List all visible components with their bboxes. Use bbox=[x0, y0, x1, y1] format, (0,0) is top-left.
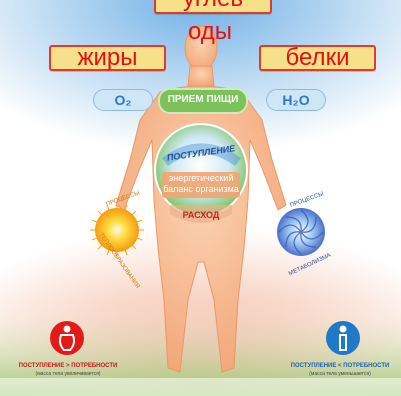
vortex-icon bbox=[277, 208, 325, 256]
balance-circle bbox=[155, 124, 247, 216]
balance-line2: баланс организма bbox=[160, 184, 242, 194]
expense-label: РАСХОД bbox=[176, 210, 226, 220]
gain-caption: ПОСТУПЛЕНИЕ > ПОТРЕБНОСТИ bbox=[12, 363, 124, 369]
gain-subcaption: (масса тела увеличивается) bbox=[12, 371, 124, 377]
proteins-label: белки bbox=[259, 45, 376, 71]
sun-icon bbox=[90, 203, 144, 257]
carbs-label: углев bbox=[154, 0, 272, 14]
loss-caption: ПОСТУПЛЕНИЕ < ПОТРЕБНОСТИ bbox=[284, 363, 396, 369]
balance-line1: энергетический bbox=[160, 173, 242, 183]
proteins-label-text: белки bbox=[286, 44, 350, 71]
water-pill: H₂O bbox=[266, 89, 326, 111]
fats-label: жиры bbox=[49, 45, 166, 71]
food-intake-pill: ПРИЕМ ПИЩИ bbox=[158, 88, 248, 114]
carbs-label-text: углев bbox=[183, 0, 243, 12]
weight-gain-icon bbox=[50, 321, 84, 355]
water-label: оды bbox=[180, 18, 240, 46]
oxygen-pill: O₂ bbox=[93, 89, 153, 111]
fats-label-text: жиры bbox=[77, 44, 137, 71]
loss-subcaption: (масса тела уменьшается) bbox=[284, 371, 396, 377]
weight-loss-icon bbox=[326, 321, 360, 355]
